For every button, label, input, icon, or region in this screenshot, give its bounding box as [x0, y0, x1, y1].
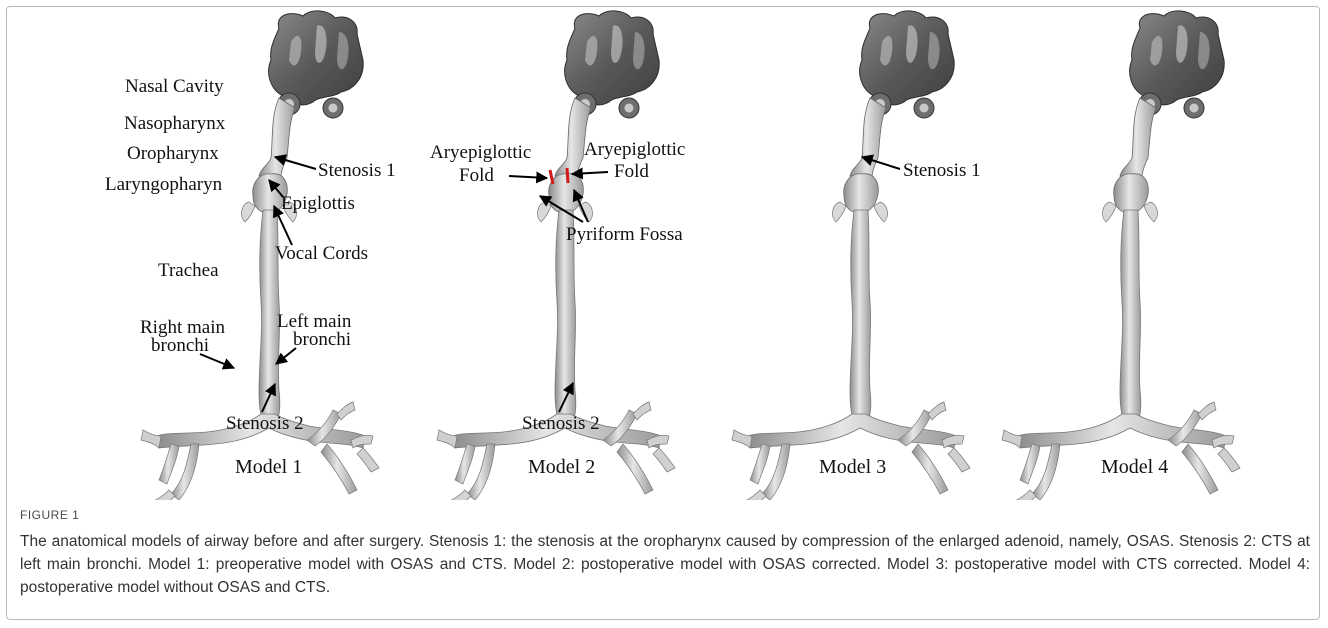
- label-trachea: Trachea: [158, 260, 219, 281]
- model-2-title: Model 2: [528, 456, 595, 478]
- airway-models-figure: Nasal Cavity Nasopharynx Oropharynx Lary…: [0, 0, 1328, 500]
- model-2-left-fold-mark: [550, 170, 553, 184]
- label-pyriform-fossa: Pyriform Fossa: [566, 224, 683, 245]
- figure-label: FIGURE 1: [20, 508, 79, 522]
- label-aryepiglottic-fold-right-line2: Fold: [614, 161, 649, 182]
- label-stenosis-2-model-2: Stenosis 2: [522, 413, 600, 434]
- model-2-right-fold-mark: [567, 168, 568, 183]
- label-epiglottis: Epiglottis: [281, 193, 355, 214]
- figure-caption: The anatomical models of airway before a…: [20, 530, 1310, 599]
- model-4-title: Model 4: [1101, 456, 1168, 478]
- label-stenosis-1-model-3: Stenosis 1: [903, 160, 981, 181]
- label-aryepiglottic-fold-left-line1: Aryepiglottic: [430, 142, 531, 163]
- label-aryepiglottic-fold-right-line1: Aryepiglottic: [584, 139, 685, 160]
- label-nasopharynx: Nasopharynx: [124, 113, 226, 134]
- model-4-airway-image: [1002, 11, 1240, 500]
- label-laryngopharynx: Laryngopharyn: [105, 174, 223, 195]
- label-stenosis-1-model-1: Stenosis 1: [318, 160, 396, 181]
- label-oropharynx: Oropharynx: [127, 143, 219, 164]
- label-aryepiglottic-fold-left-line2: Fold: [459, 165, 494, 186]
- model-3-title: Model 3: [819, 456, 886, 478]
- label-vocal-cords: Vocal Cords: [275, 243, 368, 264]
- model-3-airway-image: [732, 11, 970, 500]
- label-stenosis-2-model-1: Stenosis 2: [226, 413, 304, 434]
- label-left-main-bronchi-line2: bronchi: [293, 329, 351, 350]
- label-right-main-bronchi-line2: bronchi: [151, 335, 209, 356]
- model-1-title: Model 1: [235, 456, 302, 478]
- label-nasal-cavity: Nasal Cavity: [125, 76, 224, 97]
